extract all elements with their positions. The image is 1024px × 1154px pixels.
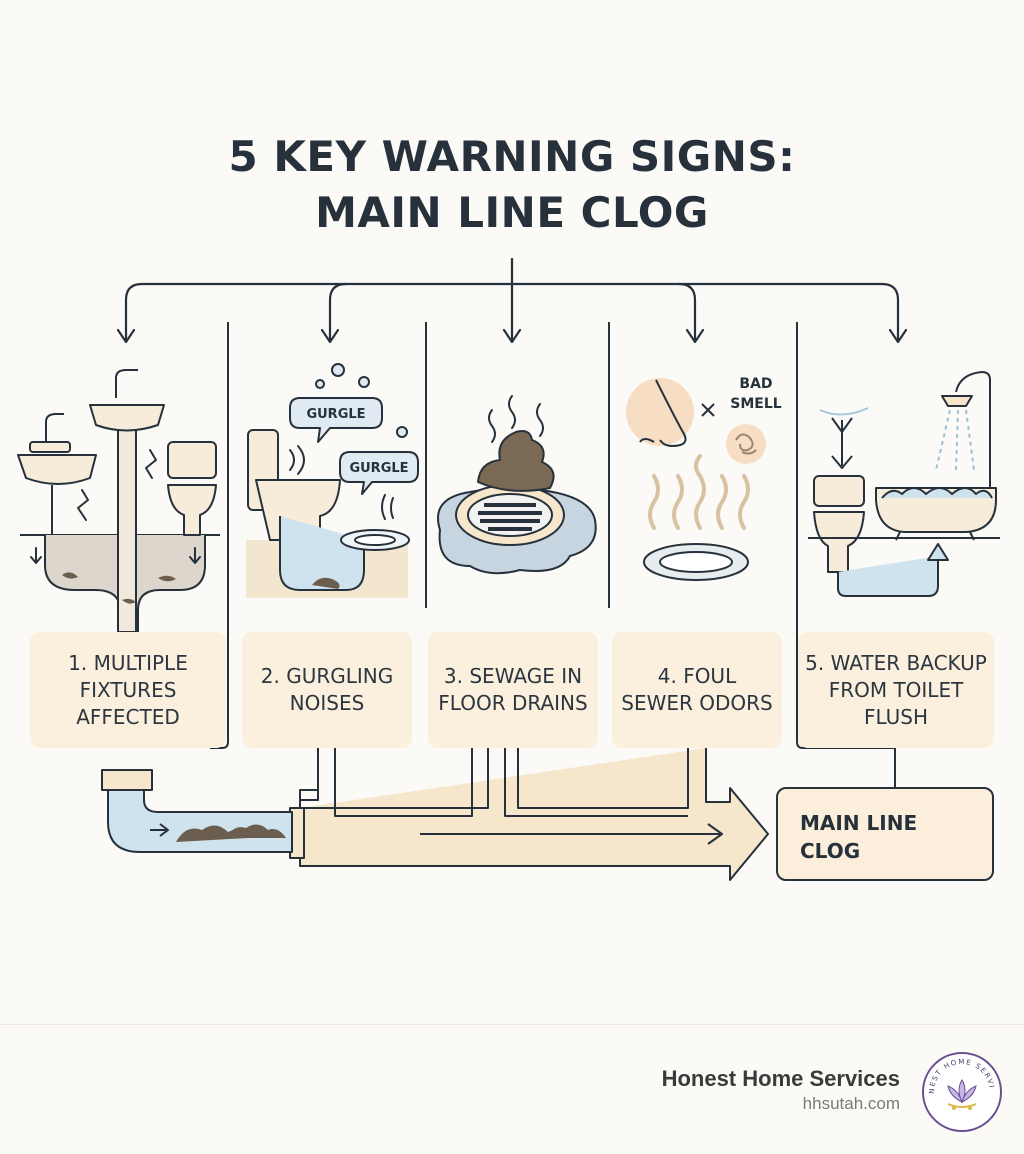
sign-card-4: 4. FOUL SEWER ODORS [612, 632, 782, 748]
sign-5-line-2: FROM TOILET [828, 677, 964, 702]
sign-card-1: 1. MULTIPLE FIXTURES AFFECTED [30, 632, 226, 748]
branch-connectors [124, 258, 900, 340]
gurgling-toilet-icon [246, 363, 419, 598]
gurgle-bubble-text-2: GURGLE [349, 461, 408, 476]
main-line-clog-result: MAIN LINE CLOG [776, 787, 994, 881]
gurgle-bubble-text-1: GURGLE [306, 407, 365, 422]
sign-1-line-1: 1. MULTIPLE [68, 650, 188, 675]
brand-name: Honest Home Services [661, 1066, 900, 1091]
sign-3-line-1: 3. SEWAGE IN [443, 664, 583, 688]
sewage-drain-icon [437, 395, 597, 575]
clogged-elbow-pipe [101, 769, 293, 853]
brand-block: Honest Home Services hhsutah.com [662, 1066, 900, 1114]
sign-5-line-3: FLUSH [863, 704, 929, 729]
nose-odor-icon [626, 378, 766, 581]
sign-3-line-2: FLOOR DRAINS [438, 691, 588, 715]
sign-card-5: 5. WATER BACKUP FROM TOILET FLUSH [798, 632, 994, 748]
sign-4-line-1: 4. FOUL [657, 664, 737, 688]
toilet-tub-backup-icon [808, 371, 1000, 597]
sign-1-line-3: AFFECTED [76, 704, 180, 729]
bad-smell-label-2: SMELL [730, 396, 781, 412]
sign-card-3: 3. SEWAGE IN FLOOR DRAINS [428, 632, 598, 748]
main-drain-pipe [289, 748, 769, 881]
page-title-line-1: 5 KEY WARNING SIGNS: [228, 132, 796, 181]
result-line-1: MAIN LINE [800, 811, 918, 835]
sign-5-line-1: 5. WATER BACKUP [805, 650, 987, 675]
bad-smell-label-1: BAD [739, 376, 772, 392]
sign-2-line-1: 2. GURGLING [260, 664, 394, 688]
multiple-fixtures-icon [17, 369, 220, 633]
sign-4-line-2: SEWER ODORS [621, 691, 773, 715]
diagram-canvas: GURGLE GURGLE [17, 258, 1000, 881]
lotus-logo-icon: HONEST HOME SERVICES [920, 1050, 1002, 1132]
sign-2-line-2: NOISES [289, 691, 365, 715]
page-title-line-2: MAIN LINE CLOG [315, 188, 709, 237]
result-line-2: CLOG [800, 839, 861, 863]
column-dividers [210, 322, 896, 787]
sign-card-2: 2. GURGLING NOISES [242, 632, 412, 748]
sign-1-line-2: FIXTURES [79, 677, 177, 702]
footer-divider [0, 1024, 1024, 1025]
brand-url[interactable]: hhsutah.com [802, 1094, 900, 1113]
arrow-heads [116, 328, 908, 344]
